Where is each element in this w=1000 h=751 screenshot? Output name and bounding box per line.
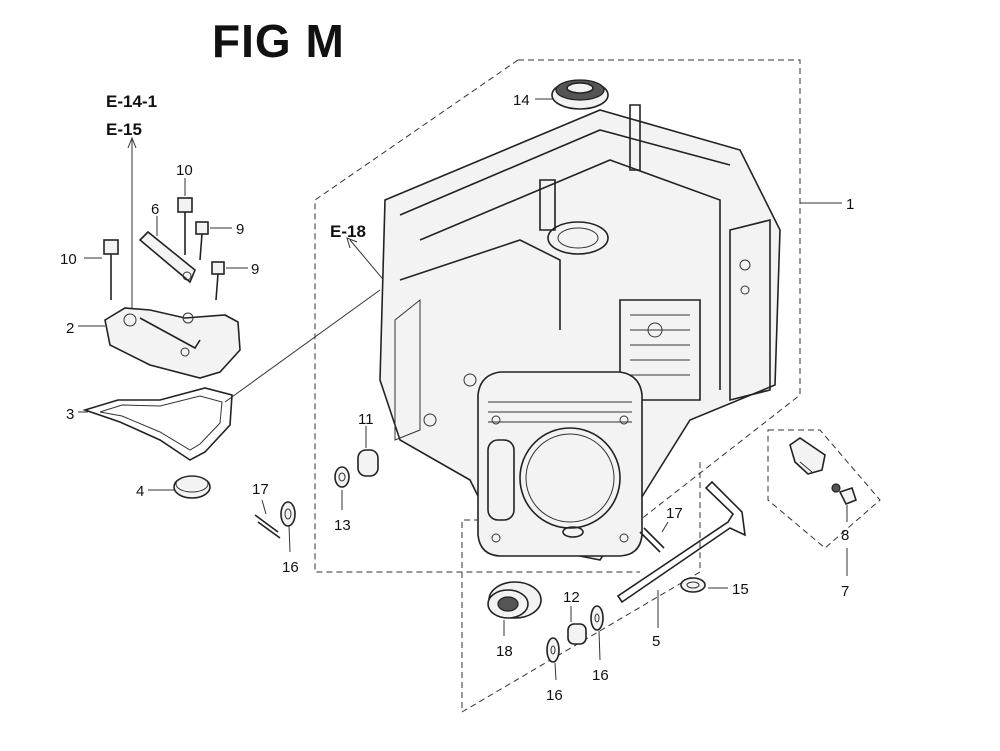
callout-11: 11	[358, 411, 374, 428]
breather-gasket	[78, 387, 233, 461]
reference-e18: E-18	[330, 222, 366, 241]
callout-2: 2	[66, 320, 74, 337]
callout-16-left: 16	[282, 559, 299, 576]
callout-17-left: 17	[252, 481, 269, 498]
callout-9-upper: 9	[236, 221, 244, 238]
reference-e14-1: E-14-1	[106, 92, 158, 111]
bolt-9-lower	[211, 261, 248, 301]
callouts: 1 2 3 4 5 6 7 8 9 9 10 10 11 12 13 14 15…	[60, 92, 854, 704]
bolt-10-upper	[177, 178, 193, 255]
bolt-10-left	[84, 239, 119, 300]
callout-10-left: 10	[60, 251, 77, 268]
dowel-12	[567, 606, 587, 645]
bolts	[84, 178, 248, 301]
pin-17-left	[254, 499, 281, 539]
callout-3: 3	[66, 406, 74, 423]
callout-7: 7	[841, 583, 849, 600]
figure-title: FIG M	[212, 15, 345, 67]
callout-15: 15	[732, 581, 749, 598]
oil-switch	[789, 437, 857, 576]
washer-16-lower-right	[590, 605, 604, 661]
callout-6: 6	[151, 201, 159, 218]
reference-e15: E-15	[106, 120, 142, 139]
pin-17-right	[639, 521, 669, 553]
assembly-boundary	[314, 59, 881, 713]
reference-arrows	[127, 136, 393, 403]
callout-18: 18	[496, 643, 513, 660]
cylinder-block	[379, 104, 781, 561]
breather-cover	[78, 307, 241, 379]
dowel-pin-11	[357, 426, 379, 477]
callout-4: 4	[136, 483, 144, 500]
callout-1: 1	[846, 196, 854, 213]
washer-16-left	[280, 501, 296, 553]
callout-12: 12	[563, 589, 580, 606]
callout-5: 5	[652, 633, 660, 650]
callout-8: 8	[841, 527, 849, 544]
callout-10-upper: 10	[176, 162, 193, 179]
callout-17-right: 17	[666, 505, 683, 522]
washer-16-lower-left	[546, 637, 560, 681]
rubber-cap	[148, 475, 211, 499]
callout-14: 14	[513, 92, 530, 109]
callout-16-lower-right: 16	[592, 667, 609, 684]
breather-plate	[138, 216, 196, 284]
callout-9-lower: 9	[251, 261, 259, 278]
oil-tube	[616, 480, 746, 628]
washer-13	[334, 466, 350, 510]
ball-bearing	[487, 581, 542, 636]
o-ring	[680, 577, 728, 593]
callout-16-lower-left: 16	[546, 687, 563, 704]
oil-seal	[535, 79, 609, 110]
bolt-9-upper	[195, 221, 232, 261]
callout-13: 13	[334, 517, 351, 534]
